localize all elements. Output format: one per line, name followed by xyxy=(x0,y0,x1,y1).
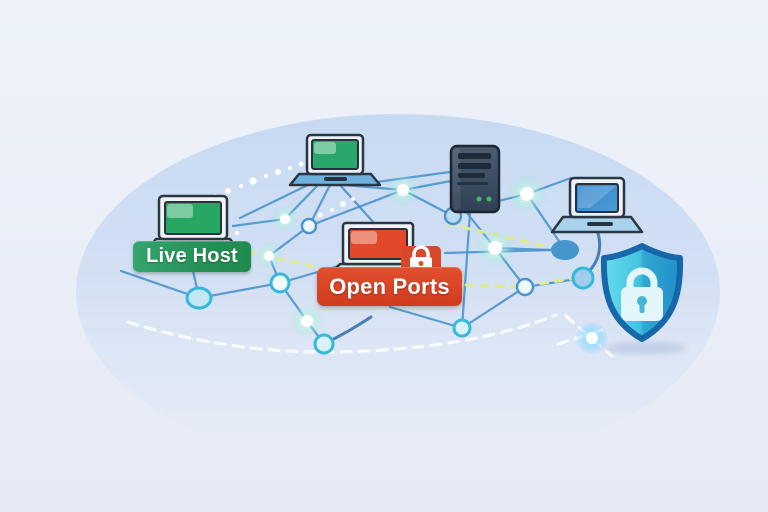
network-node xyxy=(280,214,290,224)
network-node xyxy=(185,286,213,310)
network-node xyxy=(515,277,535,297)
network-edge xyxy=(460,211,472,330)
network-node xyxy=(488,241,502,255)
dashed-route-white xyxy=(126,313,558,354)
lock-shackle xyxy=(412,245,430,260)
network-node xyxy=(586,332,598,344)
packet-dot xyxy=(225,188,231,194)
laptop-screen xyxy=(311,139,359,170)
server-slot xyxy=(458,173,485,178)
server-led xyxy=(486,196,492,202)
packet-dot xyxy=(235,231,239,235)
screen-highlight xyxy=(351,231,377,244)
server-body xyxy=(449,144,501,214)
dashed-route-white xyxy=(564,314,614,358)
network-edge xyxy=(119,269,201,300)
packet-dot xyxy=(317,212,323,218)
shield-lock-shackle xyxy=(626,267,658,293)
network-node xyxy=(551,240,579,260)
network-node xyxy=(520,187,534,201)
screen-highlight xyxy=(578,186,616,208)
network-node xyxy=(300,217,318,235)
laptop-icon-top xyxy=(288,133,382,187)
network-node xyxy=(452,318,472,338)
packet-dot xyxy=(249,177,257,185)
server-highlight xyxy=(452,148,461,210)
network-node xyxy=(264,251,274,261)
server-icon xyxy=(449,144,501,214)
network-edge xyxy=(460,285,527,330)
network-nodes xyxy=(185,173,609,355)
network-edge xyxy=(238,182,312,220)
shield-lock-keyhole-slot xyxy=(639,303,645,313)
packet-particles xyxy=(213,161,355,241)
network-edge xyxy=(197,281,282,300)
shield-lock-icon xyxy=(600,243,686,354)
packet-dot xyxy=(288,166,292,170)
server-led xyxy=(476,196,482,202)
network-edge xyxy=(338,183,376,225)
lock-keyhole xyxy=(418,261,424,266)
open-ports-badge: Open Ports xyxy=(317,267,462,306)
network-node xyxy=(301,315,313,327)
packet-dot xyxy=(275,169,281,175)
server-slot xyxy=(458,163,491,169)
network-node xyxy=(313,333,335,355)
packet-dot xyxy=(340,201,346,207)
server-slot xyxy=(458,153,491,159)
server-slot xyxy=(457,182,488,185)
screen-highlight xyxy=(314,142,336,154)
packet-dot xyxy=(264,174,268,178)
packet-dot xyxy=(330,208,334,212)
shield-lock-keyhole xyxy=(637,296,647,306)
shield-shadow xyxy=(606,342,686,354)
packet-dot xyxy=(239,184,243,188)
laptop-screen xyxy=(348,228,408,260)
network-edge xyxy=(388,305,464,330)
laptop-trackpad xyxy=(324,177,347,181)
laptop-screen xyxy=(164,201,222,235)
packet-dot xyxy=(298,161,304,167)
network-node xyxy=(269,272,291,294)
laptop-screen xyxy=(575,183,619,213)
network-node xyxy=(397,184,409,196)
screen-highlight xyxy=(167,204,193,218)
live-host-badge: Live Host xyxy=(133,241,251,272)
network-node xyxy=(571,266,595,290)
packet-dot xyxy=(351,197,355,201)
laptop-trackpad xyxy=(587,222,613,226)
laptop-icon-blue xyxy=(550,176,644,234)
